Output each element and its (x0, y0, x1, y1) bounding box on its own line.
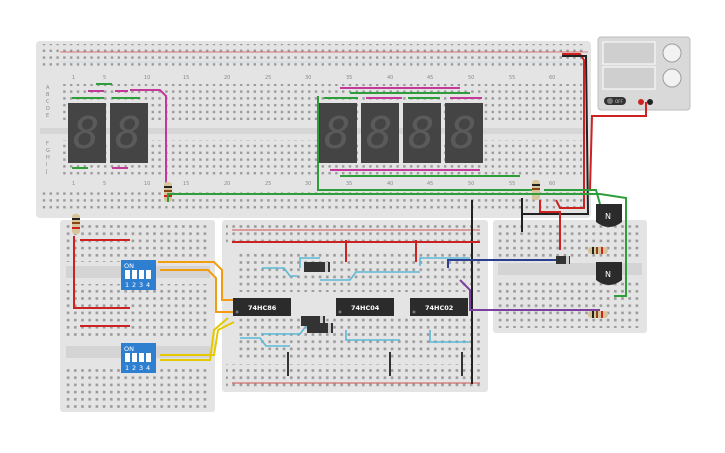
svg-text:N: N (605, 270, 611, 279)
dip-switch-1[interactable]: ON 1 2 3 4 (121, 260, 156, 290)
diode-1[interactable] (304, 262, 330, 272)
svg-text:1: 1 (125, 281, 129, 289)
svg-text:10: 10 (144, 75, 150, 81)
svg-text:1: 1 (72, 181, 75, 187)
svg-text:25: 25 (265, 75, 271, 81)
chip-74hc86[interactable]: 74HC86 (233, 298, 291, 316)
breadboard-left[interactable] (60, 220, 215, 412)
svg-text:F: F (46, 141, 49, 147)
top-row-letters: A B C D E F G H I J (45, 85, 50, 175)
chip-74hc02[interactable]: 74HC02 (410, 298, 468, 316)
svg-text:35: 35 (346, 181, 352, 187)
svg-text:A: A (46, 85, 50, 91)
svg-text:2: 2 (132, 281, 136, 289)
svg-text:4: 4 (146, 364, 150, 372)
svg-text:2: 2 (132, 364, 136, 372)
svg-text:74HC04: 74HC04 (351, 304, 380, 312)
svg-text:5: 5 (103, 75, 106, 81)
seven-segment-right-2: 8 (361, 103, 399, 163)
svg-text:35: 35 (346, 75, 352, 81)
svg-text:5: 5 (103, 181, 106, 187)
svg-text:15: 15 (183, 181, 189, 187)
svg-text:OFF: OFF (615, 99, 623, 104)
svg-text:25: 25 (265, 181, 271, 187)
svg-text:C: C (46, 99, 50, 105)
svg-text:I: I (46, 162, 47, 168)
svg-text:20: 20 (224, 181, 230, 187)
svg-text:8: 8 (73, 108, 100, 159)
svg-text:8: 8 (450, 108, 477, 159)
top-board-jumpers[interactable] (60, 51, 588, 191)
top-column-numbers: 1 5 10 15 20 25 30 35 40 45 50 55 60 1 5… (72, 75, 555, 187)
svg-text:3: 3 (139, 364, 143, 372)
long-wires[interactable] (73, 189, 627, 376)
seven-segment-right-3: 8 (403, 103, 441, 163)
diode-2[interactable] (301, 316, 325, 326)
svg-text:B: B (46, 92, 50, 98)
svg-text:74HC86: 74HC86 (248, 304, 277, 312)
breadboard-right[interactable] (493, 220, 647, 333)
seven-segment-right-4: 8 (445, 103, 483, 163)
svg-text:45: 45 (427, 75, 433, 81)
seven-segment-right-1: 8 (319, 103, 357, 163)
svg-text:G: G (46, 148, 50, 154)
svg-text:J: J (45, 169, 47, 175)
svg-text:40: 40 (387, 75, 393, 81)
seven-segment-left-1: 8 (68, 103, 106, 163)
svg-text:10: 10 (144, 181, 150, 187)
svg-text:N: N (605, 212, 611, 221)
dip-switch-2[interactable]: ON 1 2 3 4 (121, 343, 156, 373)
svg-text:40: 40 (387, 181, 393, 187)
short-blue-jumpers[interactable] (240, 257, 470, 347)
positive-terminal[interactable] (638, 99, 644, 105)
svg-text:ON: ON (124, 345, 134, 353)
svg-text:30: 30 (305, 75, 311, 81)
svg-text:45: 45 (427, 181, 433, 187)
svg-text:H: H (46, 155, 50, 161)
svg-text:20: 20 (224, 75, 230, 81)
svg-text:8: 8 (324, 108, 351, 159)
transistor-1[interactable]: N (596, 204, 622, 227)
svg-text:8: 8 (366, 108, 393, 159)
diode-3[interactable] (307, 323, 333, 333)
resistor-2[interactable] (532, 180, 540, 200)
chip-74hc04[interactable]: 74HC04 (336, 298, 394, 316)
svg-text:50: 50 (468, 181, 474, 187)
power-wires[interactable] (471, 53, 647, 384)
svg-text:ON: ON (124, 262, 134, 270)
svg-text:55: 55 (509, 181, 515, 187)
svg-text:55: 55 (509, 75, 515, 81)
seven-segment-left-2: 8 (110, 103, 148, 163)
resistor-4[interactable] (588, 247, 608, 254)
negative-terminal[interactable] (647, 99, 653, 105)
svg-text:74HC02: 74HC02 (425, 304, 453, 312)
resistor-5[interactable] (588, 311, 608, 318)
svg-text:4: 4 (146, 281, 150, 289)
svg-text:8: 8 (115, 108, 142, 159)
svg-text:3: 3 (139, 281, 143, 289)
diode-4[interactable] (556, 256, 570, 264)
svg-text:1: 1 (125, 364, 129, 372)
svg-text:1: 1 (72, 75, 75, 81)
resistor-3[interactable] (72, 214, 80, 234)
power-supply[interactable]: OFF (597, 36, 691, 111)
svg-text:8: 8 (408, 108, 435, 159)
transistor-2[interactable]: N (596, 262, 622, 285)
svg-text:30: 30 (305, 181, 311, 187)
svg-text:D: D (46, 106, 50, 112)
svg-text:E: E (46, 113, 49, 119)
svg-text:60: 60 (549, 75, 555, 81)
svg-text:60: 60 (549, 181, 555, 187)
svg-text:50: 50 (468, 75, 474, 81)
svg-text:15: 15 (183, 75, 189, 81)
